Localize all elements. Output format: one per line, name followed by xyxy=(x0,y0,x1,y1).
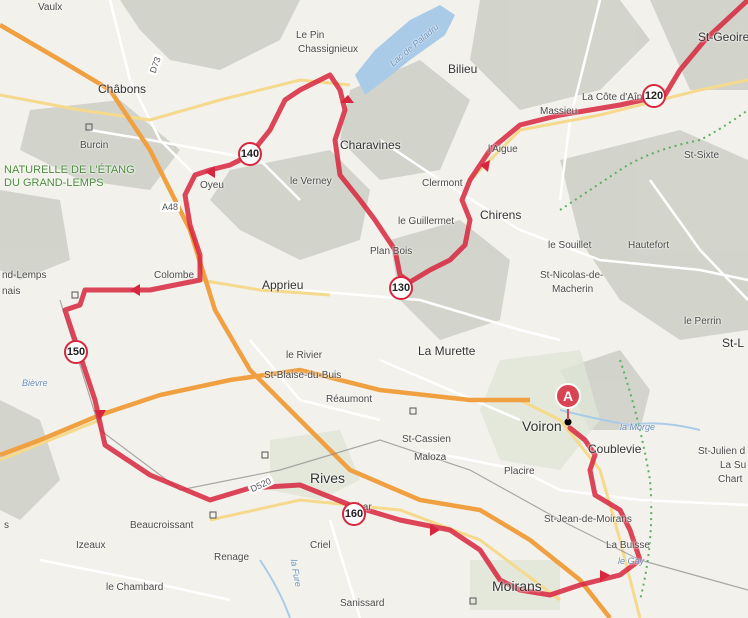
place-placire: Placire xyxy=(504,466,535,477)
place-grand-lemps: nd-Lemps xyxy=(2,270,47,281)
place-le-chambard: le Chambard xyxy=(106,582,164,593)
place-apprieu: Apprieu xyxy=(262,278,304,292)
place-massieu: Massieu xyxy=(540,106,578,117)
place-beaucroissant: Beaucroissant xyxy=(130,520,194,531)
place-criel: Criel xyxy=(310,540,331,551)
km-marker-130[interactable]: 130 xyxy=(389,276,413,300)
km-marker-150[interactable]: 150 xyxy=(64,340,88,364)
place-plan-bois: Plan Bois xyxy=(370,246,413,257)
place-oyeu: Oyeu xyxy=(200,180,224,191)
minor-roads xyxy=(39,0,748,618)
place-voiron: Voiron xyxy=(522,418,562,434)
place-macherin: Macherin xyxy=(552,284,594,295)
place-hautefort: Hautefort xyxy=(628,240,670,251)
place-st-l: St-L xyxy=(722,336,745,350)
place-st-blaise: St-Blaise-du-Buis xyxy=(264,370,342,381)
place-s-left: s xyxy=(4,520,9,531)
place-vaulx: Vaulx xyxy=(38,2,63,13)
place-chassignieux: Chassignieux xyxy=(298,44,359,55)
route-arrows xyxy=(94,95,610,582)
place-le-pin: Le Pin xyxy=(296,30,325,41)
place-st-julien: St-Julien d xyxy=(698,446,746,457)
place-st-cassien: St-Cassien xyxy=(402,434,451,445)
place-renage: Renage xyxy=(214,552,250,563)
place-le-verney: le Verney xyxy=(290,176,332,187)
reserve-label-1: NATURELLE DE L'ÉTANG xyxy=(4,164,135,176)
reserve-label-2: DU GRAND-LEMPS xyxy=(4,177,104,189)
place-la-cote-dain: La Côte d'Aîn xyxy=(582,92,643,103)
start-dot xyxy=(564,418,572,426)
place-le-souillet: le Souillet xyxy=(548,240,592,251)
place-arsenal: l'Aigue xyxy=(488,144,518,155)
place-le-rivier: le Rivier xyxy=(286,350,323,361)
place-le-perrin: le Perrin xyxy=(684,316,722,327)
place-st-nicolas: St-Nicolas-de- xyxy=(540,270,604,281)
place-rives: Rives xyxy=(310,470,346,486)
place-colombe: Colombe xyxy=(154,270,195,281)
start-marker[interactable]: A xyxy=(555,383,581,409)
place-nais: nais xyxy=(2,286,21,297)
place-la-murette: La Murette xyxy=(418,344,476,358)
river-la-morge: la Morge xyxy=(620,422,656,432)
place-izeaux: Izeaux xyxy=(76,540,106,551)
place-la-su: La Su xyxy=(720,460,747,471)
secondary-roads xyxy=(0,78,748,618)
place-clermont: Clermont xyxy=(422,178,463,189)
place-burcin: Burcin xyxy=(80,140,109,151)
km-marker-140[interactable]: 140 xyxy=(238,142,262,166)
place-reaumont: Réaumont xyxy=(326,394,373,405)
lake-paladru xyxy=(355,5,455,95)
route-line xyxy=(62,0,748,598)
place-st-sixte: St-Sixte xyxy=(684,150,720,161)
place-le-gay: le Gay xyxy=(618,556,645,566)
motorway-a48 xyxy=(0,23,612,618)
place-bilieu: Bilieu xyxy=(448,62,478,76)
place-sanissard: Sanissard xyxy=(340,598,385,609)
place-st-geoire: St-Geoire xyxy=(698,30,748,44)
road-a48: A48 xyxy=(160,202,181,212)
place-maloza: Maloza xyxy=(414,452,447,463)
place-coublevie: Coublevie xyxy=(588,442,642,456)
river-bievre: Bièvre xyxy=(22,378,48,388)
km-marker-120[interactable]: 120 xyxy=(642,84,666,108)
place-chabons: Châbons xyxy=(98,82,147,96)
place-charavines: Charavines xyxy=(340,138,401,152)
km-marker-160[interactable]: 160 xyxy=(342,502,366,526)
place-chart: Chart xyxy=(718,474,743,485)
place-le-guillermet: le Guillermet xyxy=(398,216,455,227)
place-moirans: Moirans xyxy=(492,578,542,594)
place-chirens: Chirens xyxy=(480,208,522,222)
place-la-buisse: La Buisse xyxy=(606,540,650,551)
place-st-jean-moirans: St-Jean-de-Moirans xyxy=(544,514,632,525)
